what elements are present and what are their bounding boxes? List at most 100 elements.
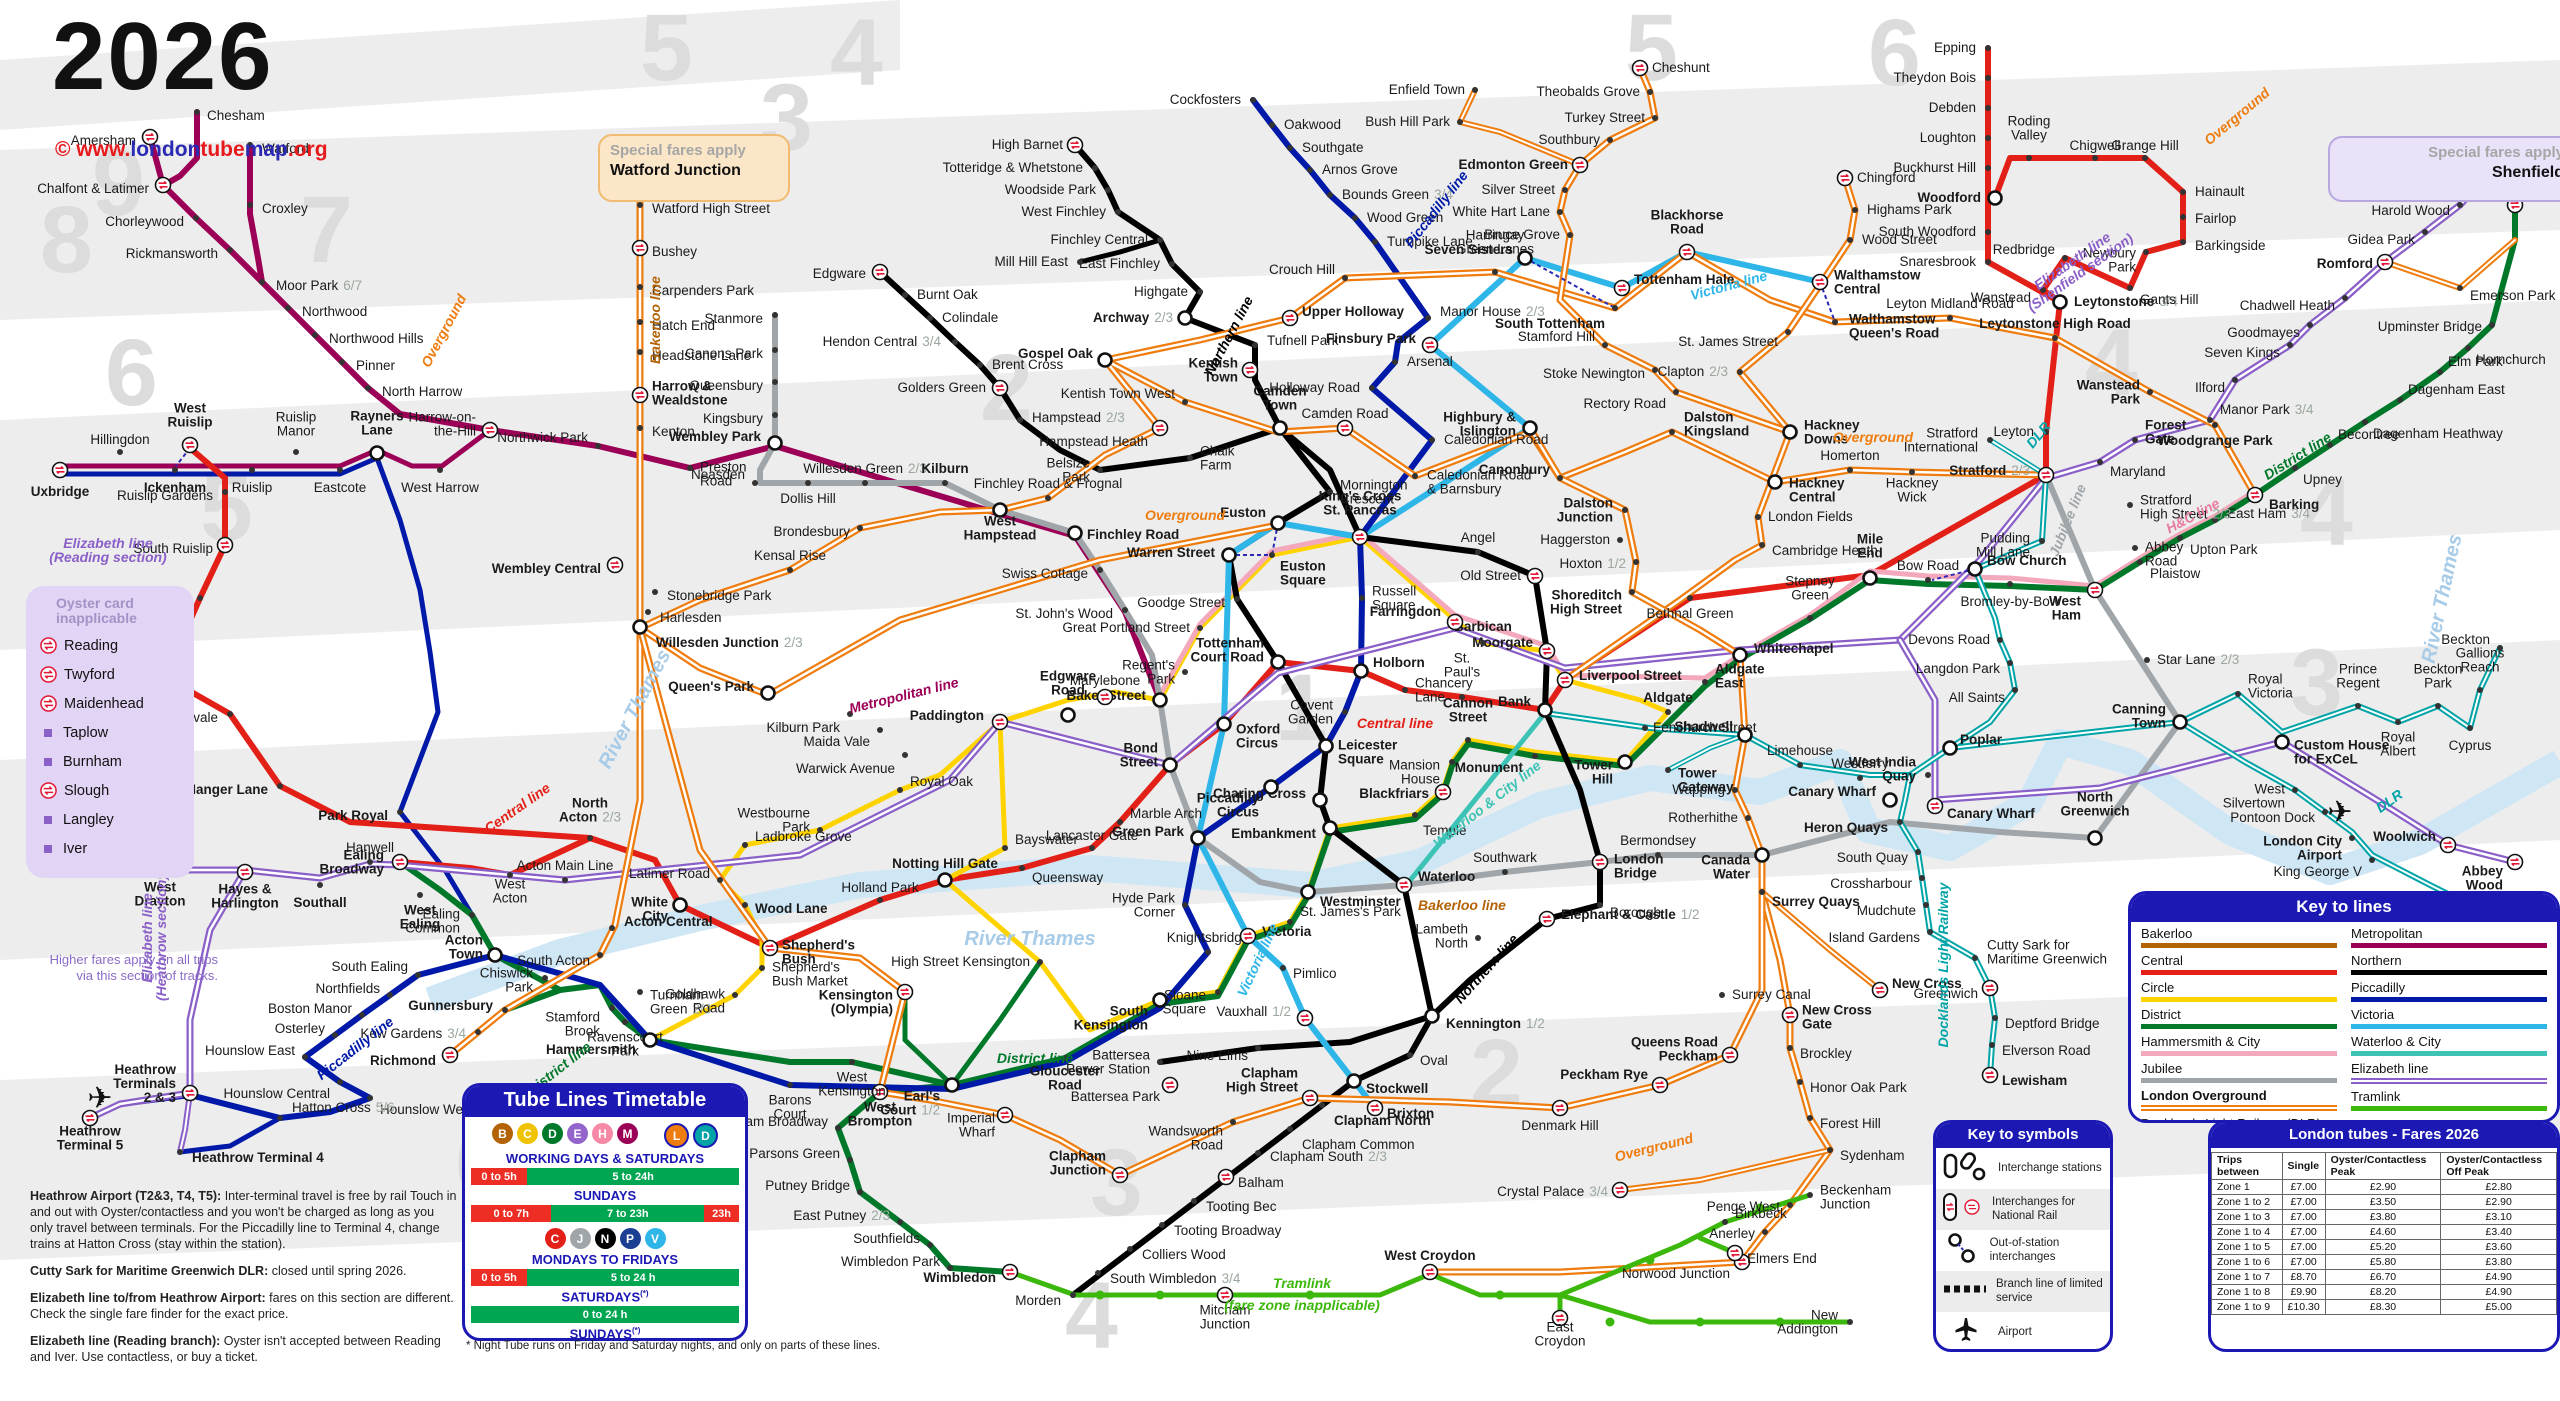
station-ruislip-gardens[interactable]: Ruislip Gardens: [117, 488, 228, 503]
station-queensway[interactable]: Queensway: [1019, 865, 1104, 885]
station-barking[interactable]: Barking: [2246, 486, 2320, 513]
station-hanger-lane[interactable]: Hanger Lane: [186, 782, 283, 797]
station-bethnal-green[interactable]: Bethnal Green: [1646, 595, 1734, 621]
station-hatch-end[interactable]: Hatch End: [637, 318, 715, 333]
station-parsons-green[interactable]: Parsons Green: [749, 1146, 853, 1163]
station-hanwell[interactable]: Hanwell: [346, 840, 394, 865]
station-south-woodford[interactable]: South Woodford: [1879, 224, 1991, 239]
station-acton-central[interactable]: Acton Central: [609, 914, 713, 931]
station-holland-park[interactable]: Holland Park: [841, 880, 919, 903]
station-gospel-oak[interactable]: Gospel Oak: [1018, 346, 1113, 368]
station-ilford[interactable]: Ilford: [2195, 377, 2238, 395]
station-woolwich[interactable]: Woolwich: [2373, 829, 2457, 854]
station-westminster[interactable]: Westminster: [1300, 884, 1402, 910]
station-forest-hill[interactable]: Forest Hill: [1807, 1115, 1881, 1131]
station-south-acton[interactable]: South Acton: [517, 952, 603, 968]
station-oakwood[interactable]: Oakwood: [1269, 117, 1341, 132]
station-tooting-bec[interactable]: Tooting Bec: [1191, 1198, 1277, 1214]
station-bromley-by-bow[interactable]: Bromley-by-Bow: [1960, 581, 2060, 609]
station-langdon-park[interactable]: Langdon Park: [1916, 660, 2013, 676]
station-kenton[interactable]: Kenton: [637, 424, 695, 439]
station-hainault[interactable]: Hainault: [2180, 184, 2245, 199]
station-heathrow-terminal-4[interactable]: Heathrow Terminal 4: [177, 1149, 324, 1165]
station-st-john-s-wood[interactable]: St. John's Wood: [1015, 606, 1128, 621]
station-kilburn-park[interactable]: Kilburn Park: [766, 711, 853, 735]
station-farringdon[interactable]: Farringdon: [1370, 604, 1464, 631]
station-victoria[interactable]: Victoria: [1239, 924, 1312, 945]
station-chadwell-heath[interactable]: Chadwell Heath: [2240, 295, 2348, 313]
station-tooting-broadway[interactable]: Tooting Broadway: [1159, 1222, 1282, 1238]
station-kingsbury[interactable]: Kingsbury: [703, 411, 778, 426]
station-penge-west[interactable]: Penge West: [1707, 1199, 1793, 1214]
station-brondesbury[interactable]: Brondesbury: [773, 524, 863, 539]
station-finchley-central[interactable]: Finchley Central: [1050, 232, 1163, 247]
station-buckhurst-hill[interactable]: Buckhurst Hill: [1893, 160, 1991, 175]
station-maidenhead[interactable]: Maidenhead: [40, 693, 186, 715]
station-holloway-road[interactable]: Holloway Road: [1269, 380, 1375, 395]
station-mudchute[interactable]: Mudchute: [1857, 902, 1929, 918]
station-euston[interactable]: Euston: [1220, 505, 1286, 531]
station-oval[interactable]: Oval: [1407, 1052, 1448, 1068]
station-kensington-olympia[interactable]: Kensington(Olympia): [819, 983, 914, 1017]
station-tottenham-hale[interactable]: Tottenham Hale: [1613, 272, 1735, 297]
station-highbury-islington[interactable]: Highbury &Islington: [1443, 410, 1538, 439]
station-haggerston[interactable]: Haggerston: [1540, 532, 1623, 547]
station-royal-oak[interactable]: Royal Oak: [897, 774, 973, 793]
station-wimbledon[interactable]: Wimbledon: [923, 1263, 1019, 1286]
station-homerton[interactable]: Homerton: [1820, 448, 1880, 473]
station-deptford-bridge[interactable]: Deptford Bridge: [1992, 1015, 2100, 1031]
station-langley[interactable]: Langley: [40, 809, 186, 831]
station-westferry[interactable]: Westferry: [1831, 756, 1889, 781]
station-hounslow-west[interactable]: Hounslow West: [367, 1095, 474, 1117]
station-taplow[interactable]: Taplow: [40, 722, 186, 744]
station-finchley-road-frognal[interactable]: Finchley Road & Frognal: [974, 476, 1123, 501]
station-harrow-on-the-hill[interactable]: Harrow-on-the-Hill: [408, 410, 499, 439]
station-lancaster-gate[interactable]: Lancaster Gate: [1046, 828, 1138, 851]
station-highgate[interactable]: Highgate: [1134, 284, 1203, 299]
station-maryland[interactable]: Maryland: [2097, 459, 2166, 479]
station-marylebone[interactable]: Marylebone: [1070, 673, 1141, 706]
station-anerley[interactable]: Anerley: [1709, 1226, 1768, 1241]
station-finsbury-park[interactable]: Finsbury Park: [1326, 331, 1439, 354]
station-leyton[interactable]: Leyton: [1993, 424, 2049, 439]
station-northwood-hills[interactable]: Northwood Hills: [312, 331, 424, 346]
station-headstone-lane[interactable]: Headstone Lane: [637, 348, 751, 363]
station-fairlop[interactable]: Fairlop: [2180, 211, 2236, 226]
station-shadwell[interactable]: Shadwell: [1674, 719, 1753, 743]
station-arsenal[interactable]: Arsenal: [1392, 354, 1453, 369]
station-highams-park[interactable]: Highams Park: [1852, 202, 1952, 217]
station-brent-cross[interactable]: Brent Cross: [977, 357, 1064, 372]
station-becontree[interactable]: Becontree: [2327, 427, 2400, 448]
station-stoke-newington[interactable]: Stoke Newington: [1543, 366, 1658, 381]
station-ruislip[interactable]: Ruislip: [232, 467, 273, 495]
station-west-croydon[interactable]: West Croydon: [1384, 1248, 1476, 1281]
station-southfields[interactable]: Southfields: [853, 1231, 933, 1248]
station-birkbeck[interactable]: Birkbeck: [1722, 1206, 1787, 1225]
